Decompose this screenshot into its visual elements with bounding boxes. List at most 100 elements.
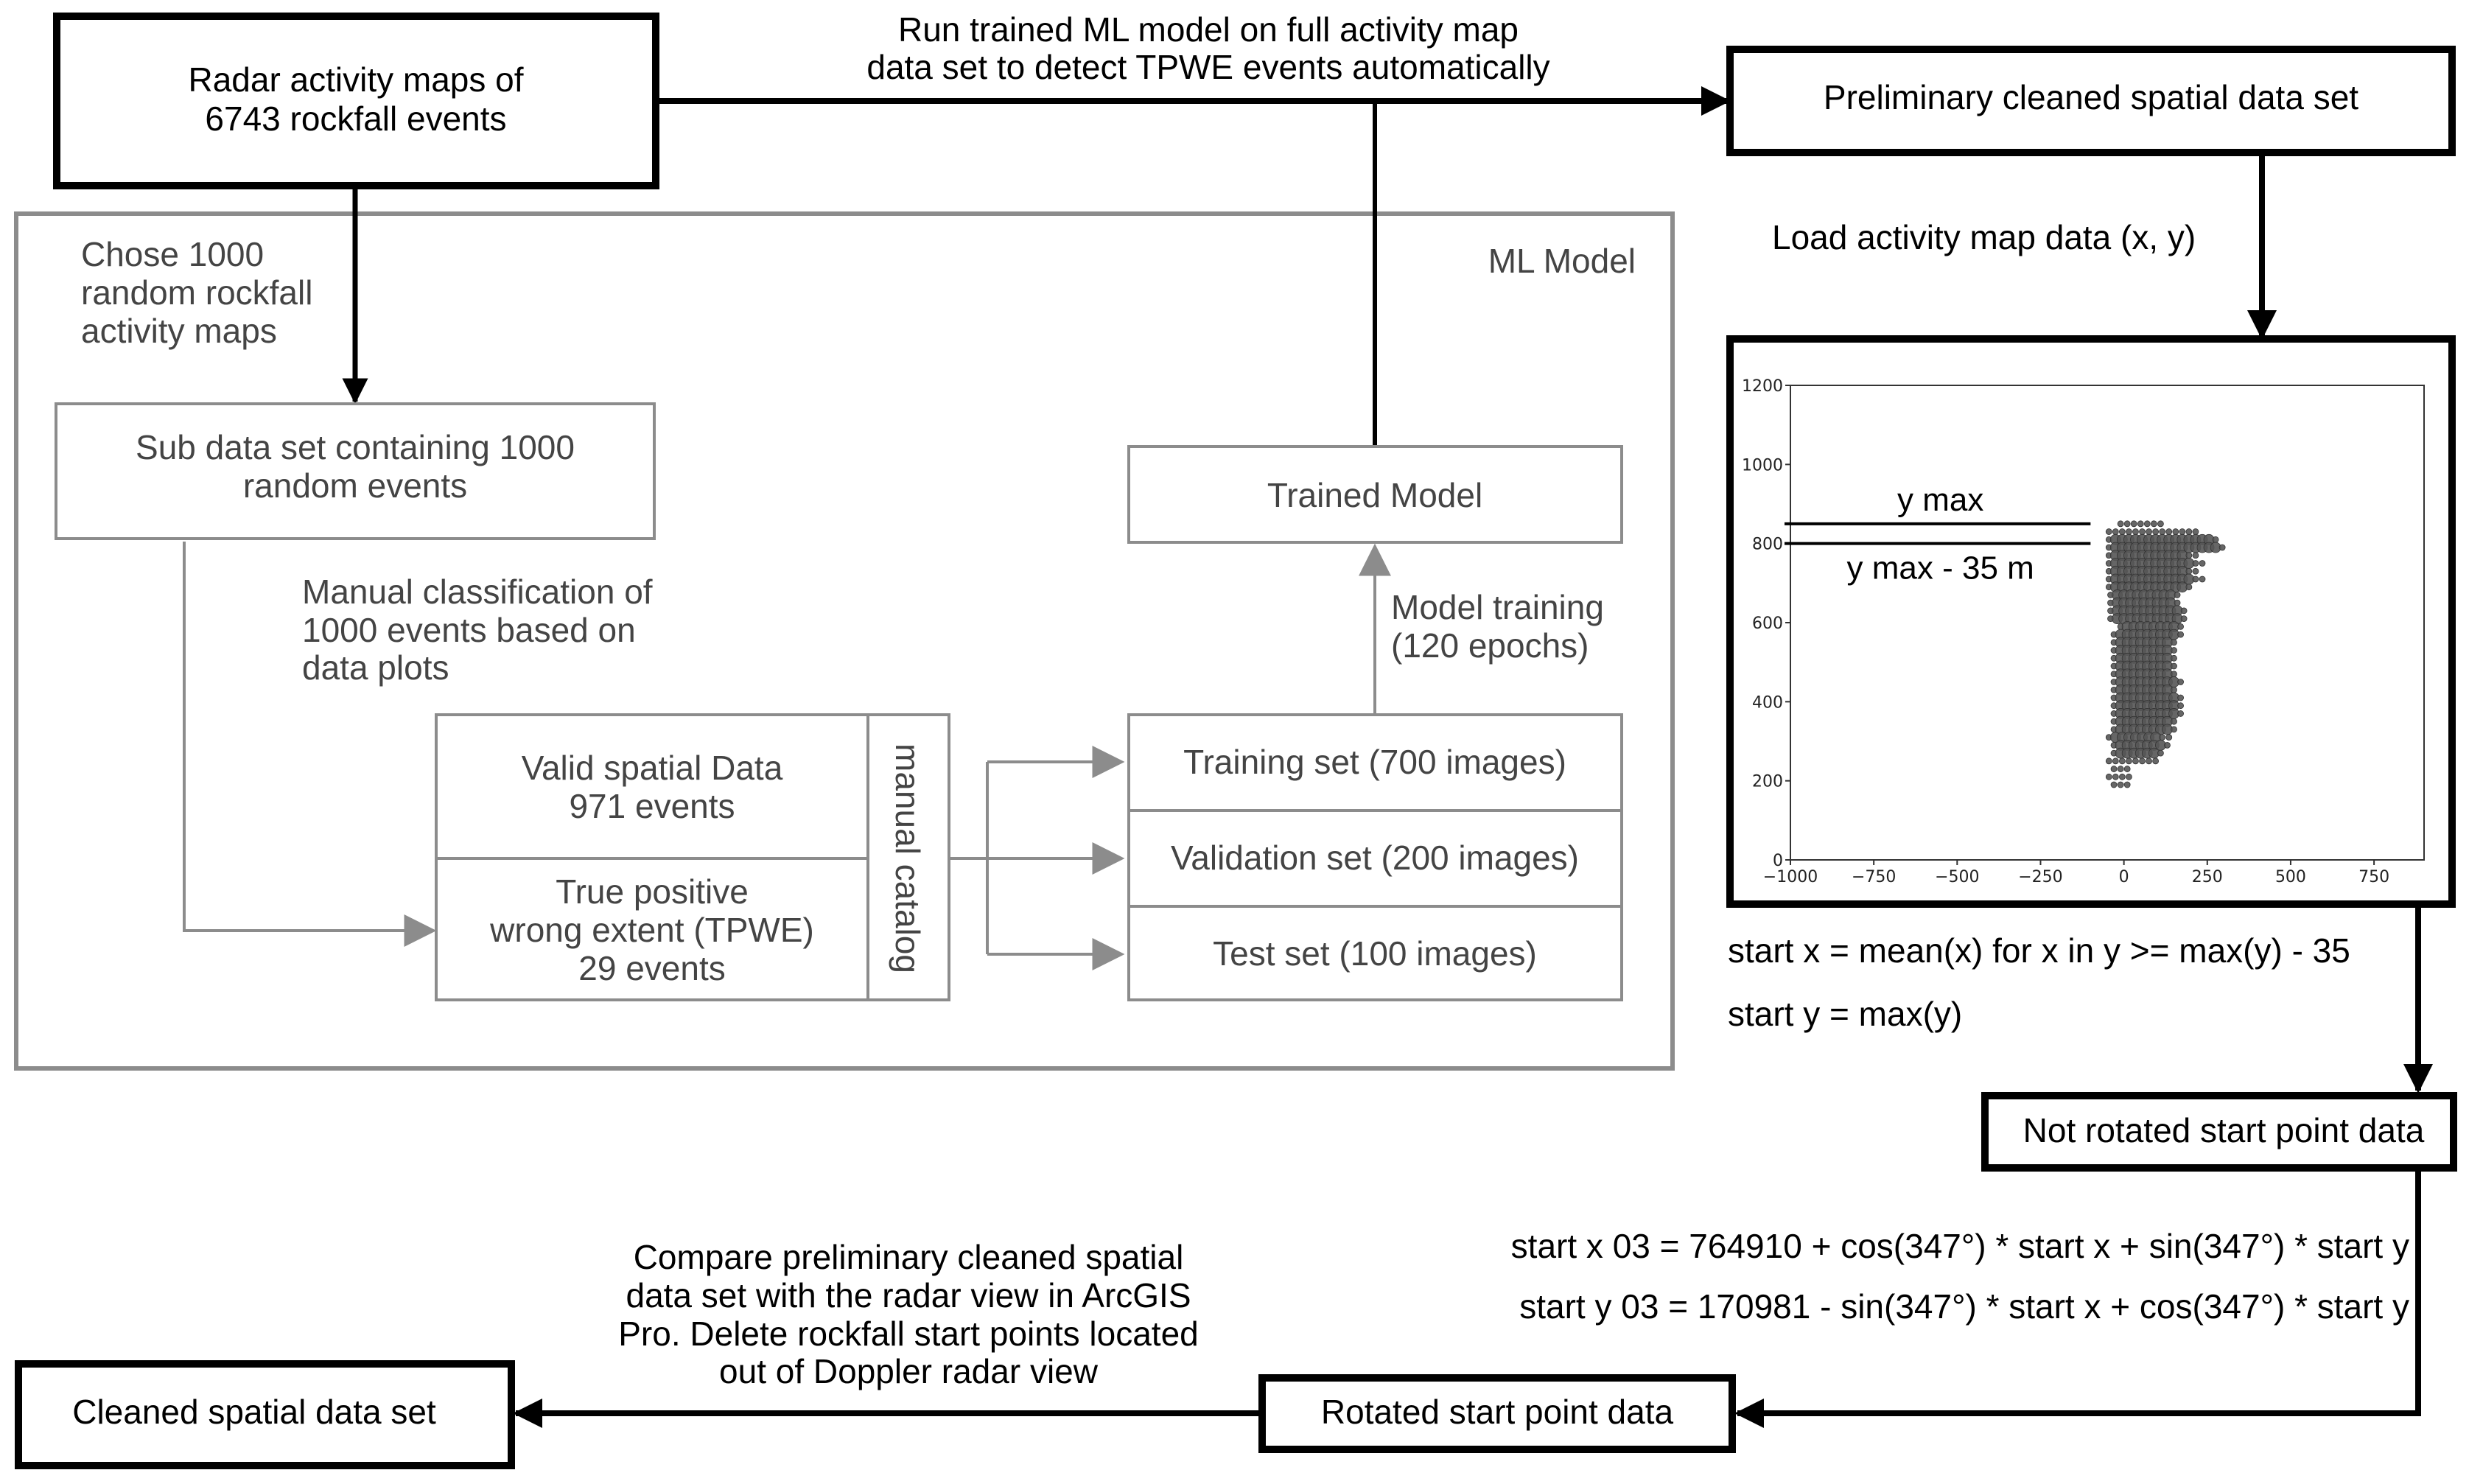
ymax-35-label: y max - 35 m (1847, 550, 2034, 587)
node-dataset-splits[interactable]: Training set (700 images) Validation set… (1127, 713, 1623, 1001)
scatter-point (2126, 773, 2132, 780)
ml-model-label: ML Model (1488, 242, 1636, 280)
svg-text:random events: random events (243, 466, 467, 505)
scatter-point (2117, 520, 2124, 528)
scatter-point (2192, 552, 2199, 559)
scatter-point (2112, 528, 2119, 535)
svg-text:29 events: 29 events (578, 949, 725, 987)
formula-start-y03: start y 03 = 170981 - sin(347°) * start … (1519, 1287, 2409, 1326)
scatter-point (2139, 757, 2146, 765)
scatter-point (2118, 528, 2126, 535)
node-rotated-label: Rotated start point data (1321, 1393, 1674, 1431)
scatter-point (2146, 528, 2152, 535)
node-radar-maps[interactable]: Radar activity maps of 6743 rockfall eve… (53, 13, 659, 189)
formula-start-x: start x = mean(x) for x in y >= max(y) -… (1728, 931, 2350, 970)
scatter-point (2110, 781, 2118, 788)
svg-text:start y = max(y): start y = max(y) (1728, 995, 1962, 1033)
node-test-set[interactable]: Test set (100 images) (1213, 934, 1537, 973)
node-sub-dataset[interactable]: Sub data set containing 1000 random even… (55, 402, 656, 540)
scatter-point (2171, 718, 2177, 725)
scatter-point (2171, 639, 2177, 646)
svg-text:Chose 1000: Chose 1000 (81, 235, 264, 273)
label-run-model: Run trained ML model on full activity ma… (866, 10, 1549, 86)
node-cleaned[interactable]: Cleaned spatial data set (15, 1360, 515, 1469)
scatter-point (2164, 741, 2171, 749)
scatter-point (2117, 766, 2124, 772)
scatter-point (2192, 567, 2199, 575)
label-manual-classification: Manual classification of 1000 events bas… (302, 573, 653, 687)
label-compare-line3: Pro. Delete rockfall start points locate… (618, 1315, 1198, 1353)
scatter-point (2212, 536, 2219, 543)
svg-text:Training set (700 images): Training set (700 images) (1183, 743, 1566, 781)
scatter-point (2152, 757, 2160, 765)
label-load-data-text: Load activity map data (x, y) (1772, 218, 2196, 256)
svg-text:971 events: 971 events (569, 787, 735, 825)
y-tick-label: 600 (1752, 615, 1783, 633)
scatter-point (2110, 766, 2118, 772)
node-trained-model[interactable]: Trained Model (1127, 445, 1623, 544)
scatter-point (2172, 528, 2179, 535)
scatter-point (2123, 766, 2131, 772)
node-training-set[interactable]: Training set (700 images) (1183, 743, 1566, 781)
svg-text:Radar activity maps of: Radar activity maps of (188, 60, 523, 99)
node-preliminary[interactable]: Preliminary cleaned spatial data set (1726, 46, 2456, 156)
scatter-point (2185, 528, 2193, 535)
svg-text:activity maps: activity maps (81, 312, 277, 350)
manual-catalog-label: manual catalog (889, 743, 927, 973)
scatter-point (2105, 757, 2112, 765)
x-tick-label: 250 (2192, 868, 2223, 886)
label-compare-line4: out of Doppler radar view (719, 1352, 1099, 1390)
svg-text:True positive: True positive (556, 872, 749, 911)
node-not-rotated[interactable]: Not rotated start point data (1981, 1092, 2457, 1172)
scatter-point (2157, 749, 2164, 757)
node-tpwe-line3: 29 events (578, 949, 725, 987)
scatter-point (2192, 560, 2199, 567)
node-valid-data[interactable]: Valid spatial Data 971 events (522, 749, 783, 825)
svg-text:Trained Model: Trained Model (1267, 476, 1482, 514)
node-preliminary-label: Preliminary cleaned spatial data set (1824, 78, 2358, 116)
label-model-training-line1: Model training (1391, 588, 1604, 626)
scatter-point (2199, 560, 2206, 567)
node-valid-data-line1: Valid spatial Data (522, 749, 783, 787)
y-tick-label: 1000 (1742, 456, 1783, 475)
y-tick-label: 200 (1752, 773, 1783, 791)
svg-text:data set with the radar view i: data set with the radar view in ArcGIS (626, 1276, 1191, 1315)
node-classified-events[interactable]: Valid spatial Data 971 events True posit… (435, 713, 950, 1001)
svg-text:start x = mean(x) for x in y >: start x = mean(x) for x in y >= max(y) -… (1728, 931, 2350, 970)
scatter-point (2171, 686, 2177, 693)
edge-notrotated-to-rotated (1734, 1168, 2421, 1428)
node-tpwe[interactable]: True positive wrong extent (TPWE) 29 eve… (489, 872, 814, 987)
scatter-point (2130, 520, 2137, 528)
x-tick-label: −250 (2018, 868, 2062, 886)
svg-text:Rotated start point data: Rotated start point data (1321, 1393, 1674, 1431)
svg-text:Not rotated start point data: Not rotated start point data (2023, 1111, 2425, 1149)
scatter-point (2177, 702, 2184, 710)
node-validation-set[interactable]: Validation set (200 images) (1171, 839, 1579, 877)
label-model-training-line2: (120 epochs) (1391, 626, 1589, 665)
scatter-point (2192, 575, 2199, 583)
node-rotated[interactable]: Rotated start point data (1258, 1374, 1736, 1453)
scatter-point (2179, 528, 2186, 535)
x-tick-label: 500 (2275, 868, 2306, 886)
scatter-point (2152, 528, 2160, 535)
x-tick-label: −750 (1852, 868, 1896, 886)
label-compare: Compare preliminary cleaned spatial data… (618, 1238, 1198, 1390)
scatter-point (2123, 520, 2131, 528)
label-run-model-line1: Run trained ML model on full activity ma… (898, 10, 1519, 49)
svg-text:Preliminary cleaned spatial da: Preliminary cleaned spatial data set (1824, 78, 2358, 116)
node-tpwe-line1: True positive (556, 872, 749, 911)
scatter-point (2171, 647, 2177, 654)
scatter-point (2123, 781, 2131, 788)
svg-text:Compare preliminary cleaned sp: Compare preliminary cleaned spatial (634, 1238, 1184, 1276)
edge-subset-to-tpwe (183, 542, 437, 947)
scatter-point (2159, 528, 2166, 535)
scatter-point (2180, 607, 2188, 615)
scatter-point (2146, 757, 2152, 765)
svg-text:Validation set (200 images): Validation set (200 images) (1171, 839, 1579, 877)
y-tick-label: 800 (1752, 536, 1783, 554)
node-sub-dataset-line2: random events (243, 466, 467, 505)
label-manual-classification-line3: data plots (302, 648, 449, 687)
svg-text:Run trained ML model on full a: Run trained ML model on full activity ma… (898, 10, 1519, 49)
